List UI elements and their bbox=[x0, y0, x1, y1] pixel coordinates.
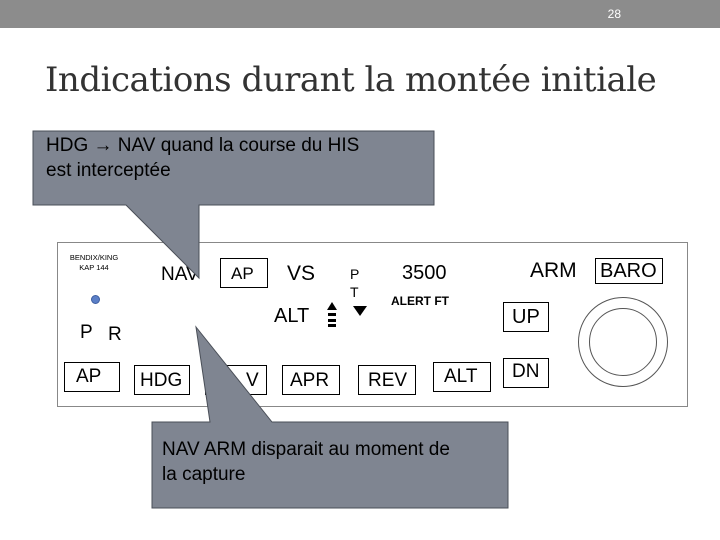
alt-button-label: ALT bbox=[444, 366, 478, 387]
trim-t-label: T bbox=[350, 284, 359, 300]
slide-title: Indications durant la montée initiale bbox=[45, 60, 657, 100]
trim-down-arrow-icon bbox=[353, 306, 367, 316]
baro-button[interactable]: BARO bbox=[595, 258, 663, 284]
bottom-callout: NAV ARM disparait au moment de la captur… bbox=[162, 437, 450, 487]
vs-annunciator: VS bbox=[287, 262, 316, 285]
ap-annunciator-box: AP bbox=[220, 258, 268, 288]
p-label: P bbox=[80, 322, 93, 343]
arm-annunciator: ARM bbox=[530, 259, 577, 282]
up-button[interactable]: UP bbox=[503, 302, 549, 332]
brand-label: BENDIX/KING KAP 144 bbox=[62, 253, 126, 273]
bottom-callout-shape bbox=[151, 325, 509, 509]
slide-header-bar: 28 bbox=[0, 0, 720, 28]
rev-button-label: REV bbox=[368, 370, 408, 391]
altitude-readout: 3500 bbox=[402, 262, 447, 284]
apr-button[interactable]: APR bbox=[282, 365, 340, 395]
rev-button[interactable]: REV bbox=[358, 365, 416, 395]
apr-button-label: APR bbox=[290, 370, 330, 391]
top-callout-line1: HDG → NAV quand la course du HIS bbox=[46, 135, 360, 156]
nav-annunciator: NAV bbox=[161, 264, 199, 285]
trim-p-label: P bbox=[350, 266, 360, 282]
top-callout: HDG → NAV quand la course du HIS est int… bbox=[46, 133, 359, 183]
page-number: 28 bbox=[607, 7, 621, 21]
hdg-button-label: HDG bbox=[140, 370, 183, 391]
dn-button[interactable]: DN bbox=[503, 358, 549, 388]
alt-annunciator: ALT bbox=[274, 305, 310, 327]
baro-button-label: BARO bbox=[600, 260, 657, 282]
trim-arrows-icon bbox=[327, 302, 337, 327]
baro-knob-inner[interactable] bbox=[589, 308, 657, 376]
up-button-label: UP bbox=[512, 306, 540, 328]
alt-button[interactable]: ALT bbox=[433, 362, 491, 392]
ap-annunciator: AP bbox=[231, 264, 254, 283]
brand-model: KAP 144 bbox=[79, 263, 109, 272]
top-callout-shape bbox=[32, 130, 435, 280]
bottom-callout-line1: NAV ARM disparait au moment de bbox=[162, 439, 450, 460]
indicator-light bbox=[91, 295, 100, 304]
nav-button-label: V bbox=[246, 370, 259, 391]
bottom-callout-line2: la capture bbox=[162, 464, 246, 485]
top-callout-line2: est interceptée bbox=[46, 160, 171, 181]
hdg-button[interactable]: HDG bbox=[134, 365, 190, 395]
dn-button-label: DN bbox=[512, 361, 540, 382]
alert-ft-label: ALERT FT bbox=[391, 294, 449, 308]
ap-button[interactable]: AP bbox=[64, 362, 120, 392]
baro-knob[interactable] bbox=[578, 297, 668, 387]
ap-button-label: AP bbox=[76, 366, 102, 387]
brand-name: BENDIX/KING bbox=[69, 253, 119, 262]
r-label: R bbox=[108, 324, 122, 345]
